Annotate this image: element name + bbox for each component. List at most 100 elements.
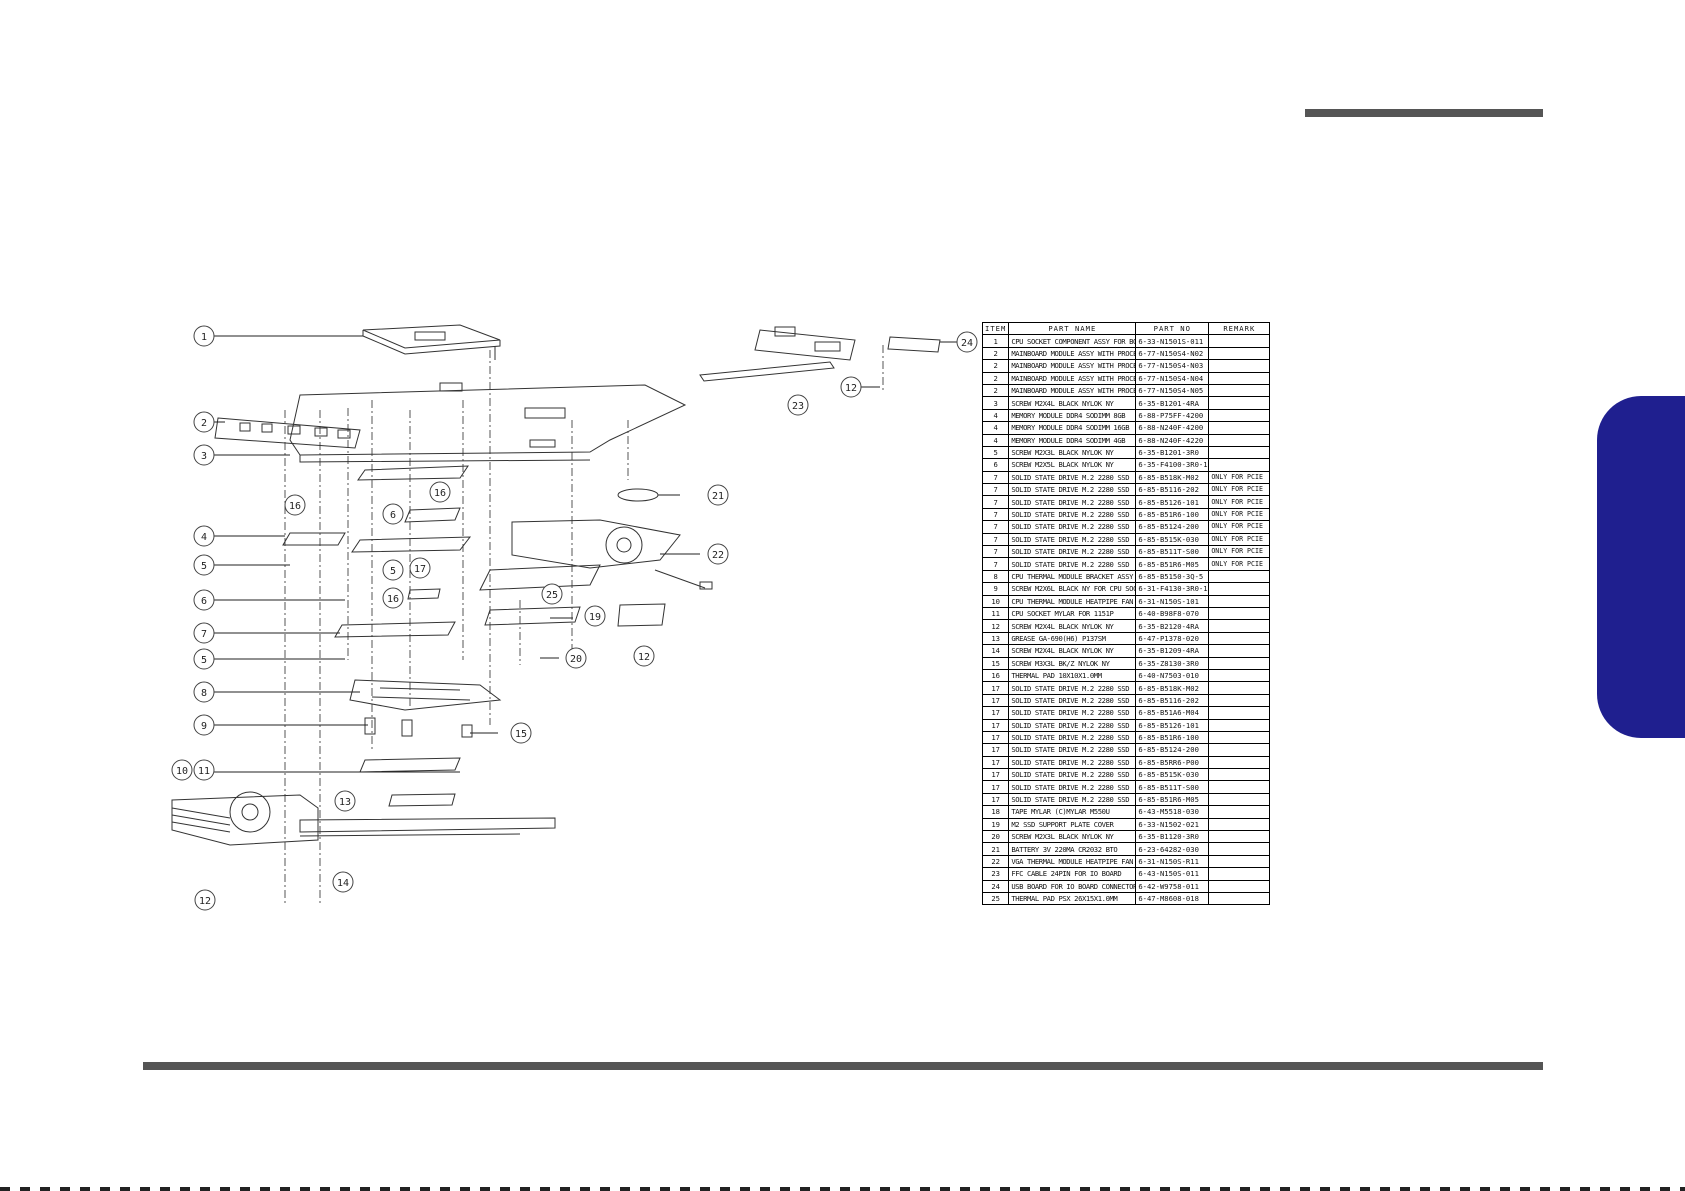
cell-item: 7 [981,470,1010,485]
cell-part-name: MEMORY MODULE DDR4 SODIMM 16GB [1008,421,1137,435]
cell-part-no: 6-77-N150S4-N05 [1135,383,1210,398]
cell-remark [1208,359,1271,373]
cell-remark [1208,606,1271,621]
cell-part-no: 6-40-N7503-010 [1135,668,1210,683]
cell-remark [1208,396,1271,410]
cell-item: 15 [981,656,1010,670]
callout-label: 8 [201,688,207,699]
cell-item: 17 [981,780,1010,794]
cell-item: 22 [981,854,1010,869]
cell-remark [1208,408,1271,423]
cell-item: 7 [981,507,1010,522]
cell-item: 11 [981,606,1010,621]
cell-item: 9 [981,582,1010,596]
chapter-side-tab [1597,396,1685,738]
cell-item: 8 [981,569,1010,584]
cell-remark: ONLY FOR PCIE [1208,557,1271,571]
cell-remark [1208,730,1271,745]
io-board-part [214,417,361,449]
cell-part-name: SOLID STATE DRIVE M.2 2280 SSD [1008,730,1137,745]
cell-item: 17 [981,743,1010,757]
cell-part-name: SOLID STATE DRIVE M.2 2280 SSD [1008,693,1137,708]
cell-part-no: 6-85-B5RR6-P00 [1135,755,1210,770]
cell-part-no: 6-85-B5116-202 [1135,693,1210,708]
cell-part-name: M2 SSD SUPPORT PLATE COVER [1008,817,1137,832]
cell-remark [1208,668,1271,683]
cell-part-name: SOLID STATE DRIVE M.2 2280 SSD [1008,755,1137,770]
callout-label: 7 [201,629,207,640]
cell-part-no: 6-85-B5124-200 [1135,743,1210,757]
callout-label: 16 [434,488,446,499]
cell-part-name: SOLID STATE DRIVE M.2 2280 SSD [1008,768,1137,782]
cell-item: 17 [981,693,1010,708]
vga-heatsink-part [479,519,713,627]
cell-remark [1208,594,1271,609]
cell-part-no: 6-35-B1209-4RA [1135,644,1210,658]
module-layers [282,465,472,807]
cell-part-no: 6-47-P1378-020 [1135,631,1210,646]
cell-item: 2 [981,383,1010,398]
callout-label: 5 [390,566,396,577]
cell-part-name: SCREW M2X3L BLACK NYLOK NY [1008,445,1137,460]
callout-label: 19 [589,612,601,623]
cell-item: 17 [981,706,1010,720]
cell-part-no: 6-85-B51A6-M04 [1135,706,1210,720]
exploded-view-diagram: 1 2 3 4 5 5 5 6 6 7 8 9 10 11 12 12 13 1… [171,324,978,911]
assembly-axes [284,345,884,905]
cell-part-name: SOLID STATE DRIVE M.2 2280 SSD [1008,718,1137,732]
cell-item: 24 [981,879,1010,893]
col-header-remark: REMARK [1208,321,1271,336]
cell-part-no: 6-23-64282-030 [1135,842,1210,856]
cell-remark: ONLY FOR PCIE [1208,545,1271,559]
cell-remark [1208,569,1271,584]
cell-part-name: CPU THERMAL MODULE HEATPIPE FAN ASSY [1008,594,1137,609]
cell-item: 21 [981,842,1010,856]
cell-remark: ONLY FOR PCIE [1208,483,1271,497]
callout-label: 13 [339,797,351,808]
cell-remark [1208,817,1271,832]
callout-label: 3 [201,451,207,462]
cell-remark [1208,383,1271,398]
cell-part-no: 6-35-B2120-4RA [1135,619,1210,633]
cell-part-no: 6-85-B51R6-100 [1135,507,1210,522]
cell-part-no: 6-85-B5150-3Q-5 [1135,569,1210,584]
cell-item: 18 [981,805,1010,819]
cell-part-no: 6-31-N150S-101 [1135,594,1210,609]
callout-label: 12 [845,383,857,394]
cell-part-name: MAINBOARD MODULE ASSY WITH PROCESSOR [1008,346,1137,361]
cell-part-name: SOLID STATE DRIVE M.2 2280 SSD [1008,495,1137,509]
callout-label: 16 [387,594,399,605]
cell-part-name: SCREW M2X3L BLACK NYLOK NY [1008,829,1137,844]
cell-item: 7 [981,557,1010,571]
callout-label: 12 [638,652,650,663]
cell-remark [1208,792,1271,807]
cell-part-no: 6-35-Z8130-3R0 [1135,656,1210,670]
cell-remark [1208,891,1271,906]
cell-part-name: SOLID STATE DRIVE M.2 2280 SSD [1008,507,1137,522]
cell-part-no: 6-77-N150S4-N04 [1135,371,1210,385]
cell-remark [1208,805,1271,819]
cell-part-name: VGA THERMAL MODULE HEATPIPE FAN ASSY [1008,854,1137,869]
cell-part-no: 6-31-F4130-3R0-1 [1135,582,1210,596]
cell-remark [1208,445,1271,460]
cell-part-no: 6-47-M8608-018 [1135,891,1210,906]
